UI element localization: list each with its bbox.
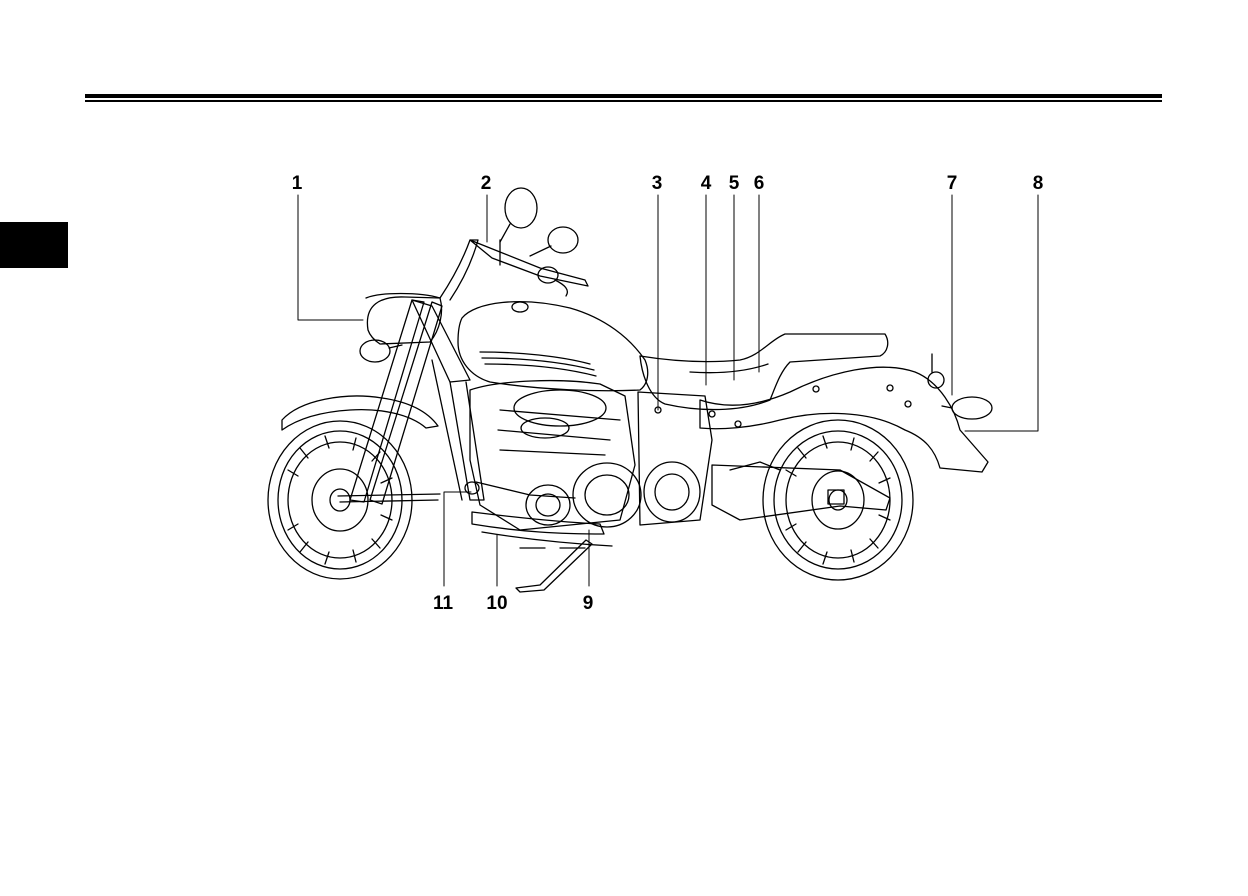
taillight	[928, 354, 992, 419]
leader-lines	[298, 195, 1038, 586]
handlebar	[440, 188, 588, 300]
rear-wheel	[763, 420, 913, 580]
engine	[470, 381, 712, 530]
front-wheel	[268, 421, 412, 579]
seat	[640, 334, 888, 410]
headlight	[360, 294, 442, 363]
fuel-tank	[458, 302, 648, 391]
front-fender	[282, 396, 438, 430]
exhaust-footrest	[465, 482, 612, 548]
